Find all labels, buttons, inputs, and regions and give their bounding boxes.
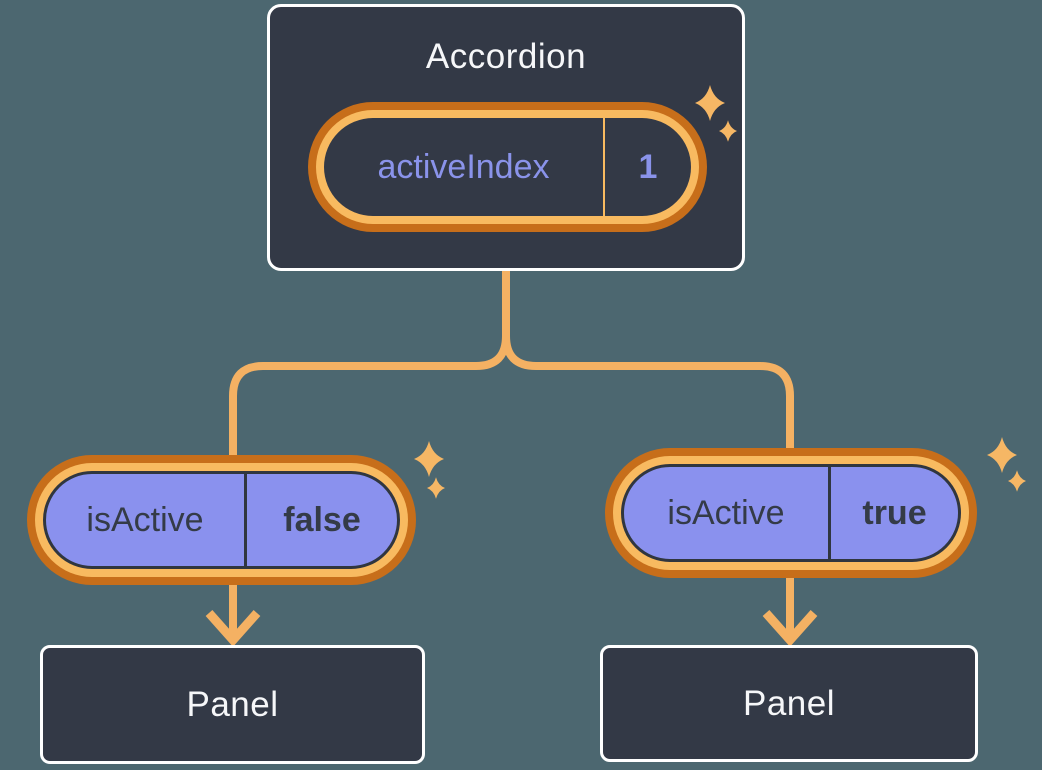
sparkle-icon xyxy=(719,120,737,142)
prop-name: isActive xyxy=(86,500,204,539)
prop-value: false xyxy=(283,500,361,539)
pill-divider xyxy=(603,118,605,216)
state-name: activeIndex xyxy=(377,147,550,186)
accordion-component-box: Accordion activeIndex 1 xyxy=(267,4,745,271)
panel-box-left: Panel xyxy=(40,645,425,764)
panel-title: Panel xyxy=(186,684,279,724)
state-pill: activeIndex 1 xyxy=(308,102,707,232)
panel-box-right: Panel xyxy=(600,645,978,762)
component-title: Accordion xyxy=(425,37,587,76)
prop-pill-left: isActive false xyxy=(27,455,416,585)
prop-value: true xyxy=(862,493,927,532)
arrow-down-icon xyxy=(762,610,818,647)
pill-divider xyxy=(244,474,247,566)
sparkle-icon xyxy=(427,477,445,499)
state-value: 1 xyxy=(638,147,658,186)
prop-pill-right: isActive true xyxy=(605,448,977,578)
sparkle-icon xyxy=(695,85,725,121)
sparkle-icon xyxy=(987,437,1017,473)
prop-name: isActive xyxy=(667,493,785,532)
arrow-down-icon xyxy=(205,610,261,647)
connector-right-branch xyxy=(502,271,794,641)
sparkle-icon xyxy=(1008,470,1026,492)
sparkle-icon xyxy=(414,441,444,477)
pill-divider xyxy=(828,467,831,559)
panel-title: Panel xyxy=(742,683,836,723)
